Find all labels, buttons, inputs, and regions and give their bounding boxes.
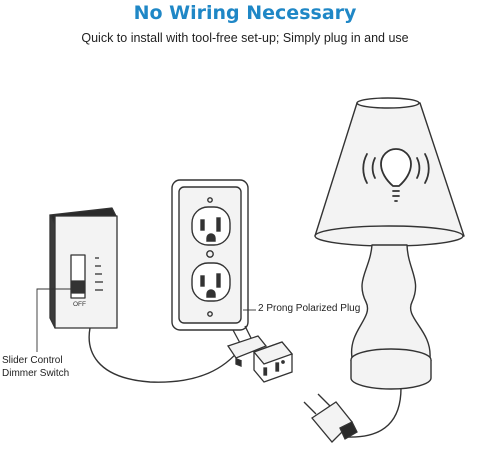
page-subtitle: Quick to install with tool-free set-up; … [81, 31, 409, 45]
table-lamp-icon [314, 97, 465, 390]
light-bulb-icon [362, 148, 430, 202]
page-title: No Wiring Necessary [133, 2, 357, 24]
off-label: OFF [73, 301, 86, 308]
lamp-plug-icon [303, 393, 358, 443]
lamp-cord [347, 387, 402, 438]
dimmer-cord [88, 327, 242, 383]
dimmer-callout-line [36, 288, 76, 352]
plug-label: 2 Prong Polarized Plug [258, 303, 361, 314]
dimmer-label-line2: Dimmer Switch [2, 368, 70, 379]
dimmer-label-line1: Slider Control [2, 355, 63, 366]
wall-outlet-icon [171, 179, 249, 331]
dimmer-switch-icon [49, 207, 118, 329]
polarized-plug-icon [226, 325, 294, 383]
